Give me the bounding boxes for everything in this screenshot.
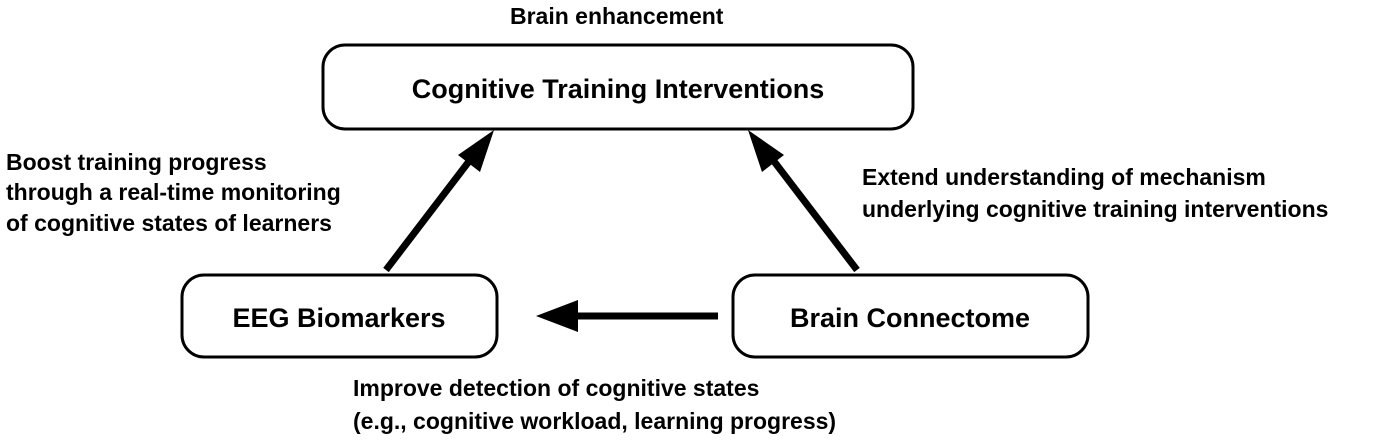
edge-label-eeg-to-training-line: of cognitive states of learners xyxy=(6,210,332,236)
edge-label-connectome-to-eeg: Improve detection of cognitive states (e… xyxy=(353,375,836,434)
node-cognitive-training: Cognitive Training Interventions xyxy=(321,43,915,131)
edge-label-eeg-to-training: Boost training progress through a real-t… xyxy=(6,149,347,236)
node-cognitive-training-label: Cognitive Training Interventions xyxy=(412,74,825,104)
edge-label-eeg-to-training-line: Boost training progress xyxy=(6,149,267,175)
node-cognitive-training-box xyxy=(321,43,915,131)
node-brain-connectome-label: Brain Connectome xyxy=(790,303,1030,333)
arrow-connectome-to-eeg-head xyxy=(536,300,578,332)
node-eeg-biomarkers-box xyxy=(180,273,499,359)
arrow-connectome-to-eeg xyxy=(536,300,718,332)
node-eeg-biomarkers-label: EEG Biomarkers xyxy=(232,303,445,333)
edge-label-connectome-to-eeg-line: Improve detection of cognitive states xyxy=(353,375,759,401)
edge-label-connectome-to-eeg-line: (e.g., cognitive workload, learning prog… xyxy=(353,408,836,434)
arrow-eeg-to-training-shaft xyxy=(383,157,473,273)
node-brain-connectome-box xyxy=(731,273,1090,359)
arrow-connectome-to-training xyxy=(748,130,860,273)
arrow-eeg-to-training-head xyxy=(458,130,494,172)
node-brain-connectome: Brain Connectome xyxy=(731,273,1090,359)
node-eeg-biomarkers: EEG Biomarkers xyxy=(180,273,499,359)
edge-label-eeg-to-training-line: through a real-time monitoring xyxy=(6,179,341,205)
edge-label-connectome-to-training-line: underlying cognitive training interventi… xyxy=(862,196,1328,222)
arrow-connectome-to-training-head xyxy=(748,130,784,172)
edge-label-connectome-to-training-line: Extend understanding of mechanism xyxy=(862,164,1266,190)
arrow-connectome-to-training-shaft xyxy=(770,157,860,273)
arrow-eeg-to-training xyxy=(383,130,494,273)
top-label: Brain enhancement xyxy=(510,3,724,29)
edge-label-connectome-to-training: Extend understanding of mechanism underl… xyxy=(862,164,1328,222)
